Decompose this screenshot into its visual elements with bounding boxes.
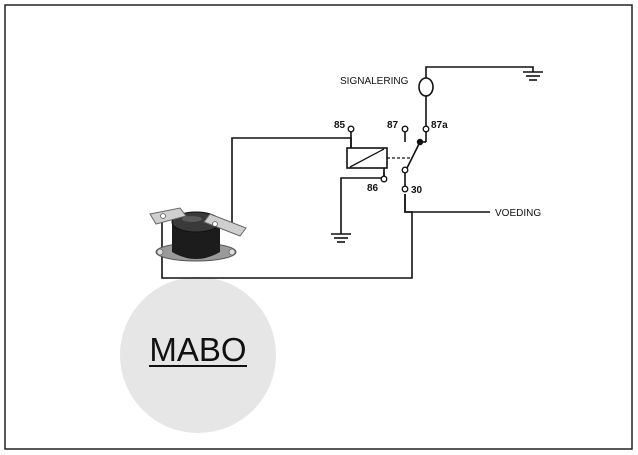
pin-label-30: 30 [411,185,423,196]
thermostat-switch-icon [149,207,247,262]
pin-label-87: 87 [387,120,399,131]
relay-coil-diagonal [349,148,385,168]
terminal-87a [422,125,430,133]
logo-text: MABO [149,331,246,368]
pin-label-85: 85 [334,120,346,131]
terminal-30 [401,185,409,193]
logo-circle [120,277,276,433]
switch-blade [404,141,421,173]
terminals [347,125,430,193]
pin-label-87a: 87a [431,120,448,131]
terminal-87 [401,125,409,133]
pin-label-86: 86 [367,183,379,194]
thermostat-body [172,222,220,259]
signal-lamp-icon [418,77,434,97]
terminal-30-bottom [401,166,409,174]
label-signal: SIGNALERING [340,76,409,87]
wire-lamp-to-ground [425,66,534,78]
terminal-86 [380,175,388,183]
thermostat-tab-left [149,207,187,225]
terminal-85 [347,125,355,133]
ground-symbol-relay [331,233,351,243]
diagram-frame [4,4,633,450]
mabo-logo: MABO [120,277,276,433]
label-supply: VOEDING [495,208,541,219]
thermostat-tab-right [203,213,247,237]
wire-30-to-supply [404,194,490,213]
relay [346,132,427,186]
ground-symbol-lamp [523,71,543,81]
